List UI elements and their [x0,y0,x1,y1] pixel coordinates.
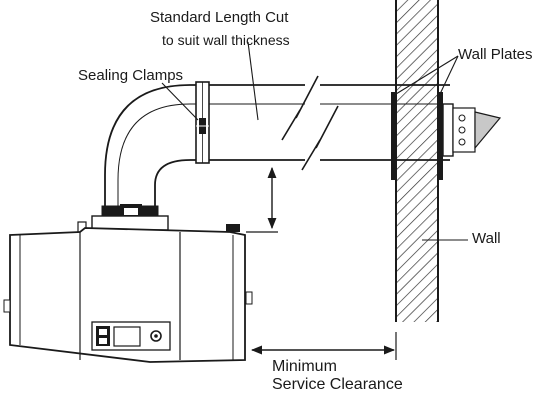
leader-lines [161,41,468,241]
minimum-label: Minimum [272,358,337,375]
wall-plates [391,92,443,180]
standard-length-cut-label: Standard Length Cut [150,9,289,26]
service-clearance-label: Service Clearance [272,376,403,393]
wall-label: Wall [472,230,501,247]
wall [395,0,439,322]
sealing-clamps-label: Sealing Clamps [78,67,184,84]
sealing-clamp-horizontal [195,81,210,164]
wall-plates-label: Wall Plates [458,46,533,63]
vertical-dimension [246,166,278,233]
elbow [104,84,191,208]
service-clearance-dimension [250,332,397,360]
boiler [3,215,253,363]
suit-wall-thickness-label: to suit wall thickness [162,32,290,48]
flue-terminal [442,103,502,157]
